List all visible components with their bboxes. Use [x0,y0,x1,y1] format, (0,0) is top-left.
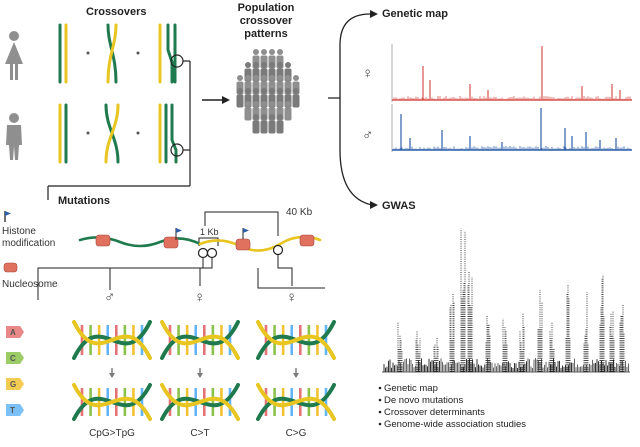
person-figure [284,101,292,121]
helix-strand [72,383,152,421]
base-legend-item: G [6,378,24,390]
sex-symbol-3: ♀ [286,289,297,306]
male-person-icon [6,113,22,160]
mutation-branches [37,255,325,300]
histone-label-line2: modification [2,238,55,249]
base-legend-item: T [6,404,24,416]
population-title-line3: patterns [244,28,287,40]
sex-symbol-1: ♂ [104,289,115,306]
male-recombination-track [392,108,632,151]
base-legend: A C G T [6,326,24,416]
down-arrow [293,368,299,378]
gwas-title: GWAS [382,200,416,212]
female-person-icon [5,31,23,80]
transition-label-1: CpG>TpG [89,428,135,439]
scale-1kb [198,237,219,246]
bullet-item-1: Genetic map [384,383,438,394]
transition-label-3: C>G [286,428,307,439]
male-chromosomes [58,103,178,164]
crossovers-title: Crossovers [86,6,147,18]
helix-strand [256,383,336,421]
helix-strand [160,320,240,360]
histone-label-line1: Histone [2,226,36,237]
person-figure [276,114,284,134]
scale-40kb-label: 40 Kb [286,207,313,218]
female-recombination-track [392,46,632,101]
bullet-list: Genetic map De novo mutations Crossover … [378,383,526,430]
bullet-item-2: De novo mutations [384,395,463,406]
down-arrow [197,368,203,378]
helix-strand [256,320,336,360]
person-figure [268,114,276,134]
dna-strand [78,235,322,252]
base-letter: C [10,354,16,363]
dna-helix [256,320,336,360]
male-symbol: ♂ [362,127,373,144]
mutations-title: Mutations [58,195,110,207]
population-title-line2: crossover [240,15,293,27]
arrow-to-population [202,96,230,104]
nucleosomes [95,234,315,251]
sex-symbol-2: ♀ [194,289,205,306]
bullet-item-3: Crossover determinants [384,407,485,418]
person-figure [260,114,268,134]
person-figure [292,88,300,108]
nucleosome-label: Nucleosome [2,279,58,290]
scale-1kb-label: 1 Kb [200,227,219,237]
dna-helix [160,383,240,421]
helix-strand [160,383,240,421]
dna-helix [72,383,152,421]
nucleosome-legend-icon [3,262,18,273]
histone-legend-icon [4,211,11,222]
crossover-connectors [47,60,191,200]
female-chromosomes [58,23,177,84]
gwas-manhattan-plot [382,228,630,373]
dna-helix [160,320,240,360]
scale-40kb [204,211,279,236]
helix-strand [72,320,152,360]
person-figure [252,114,260,134]
bullet-item-4: Genome-wide association studies [384,419,526,430]
base-letter: T [10,406,15,415]
female-symbol: ♀ [362,65,373,82]
base-letter: G [10,380,16,389]
transition-label-2: C>T [190,428,209,439]
arrow-gwas [370,201,378,209]
split-arrows [328,13,373,206]
base-legend-item: A [6,326,24,338]
mutation-sites [197,244,284,259]
base-legend-item: C [6,352,24,364]
dna-helix [256,383,336,421]
population-crowd-icon [236,49,300,134]
down-arrow [109,368,115,378]
arrow-genetic-map [370,10,378,18]
dna-helices [72,320,336,421]
genetic-map-title: Genetic map [382,8,448,20]
population-title-line1: Population [238,2,295,14]
dna-helix [72,320,152,360]
person-figure [244,101,252,121]
person-figure [236,88,244,108]
histone-flags [175,228,249,240]
base-letter: A [10,328,16,337]
